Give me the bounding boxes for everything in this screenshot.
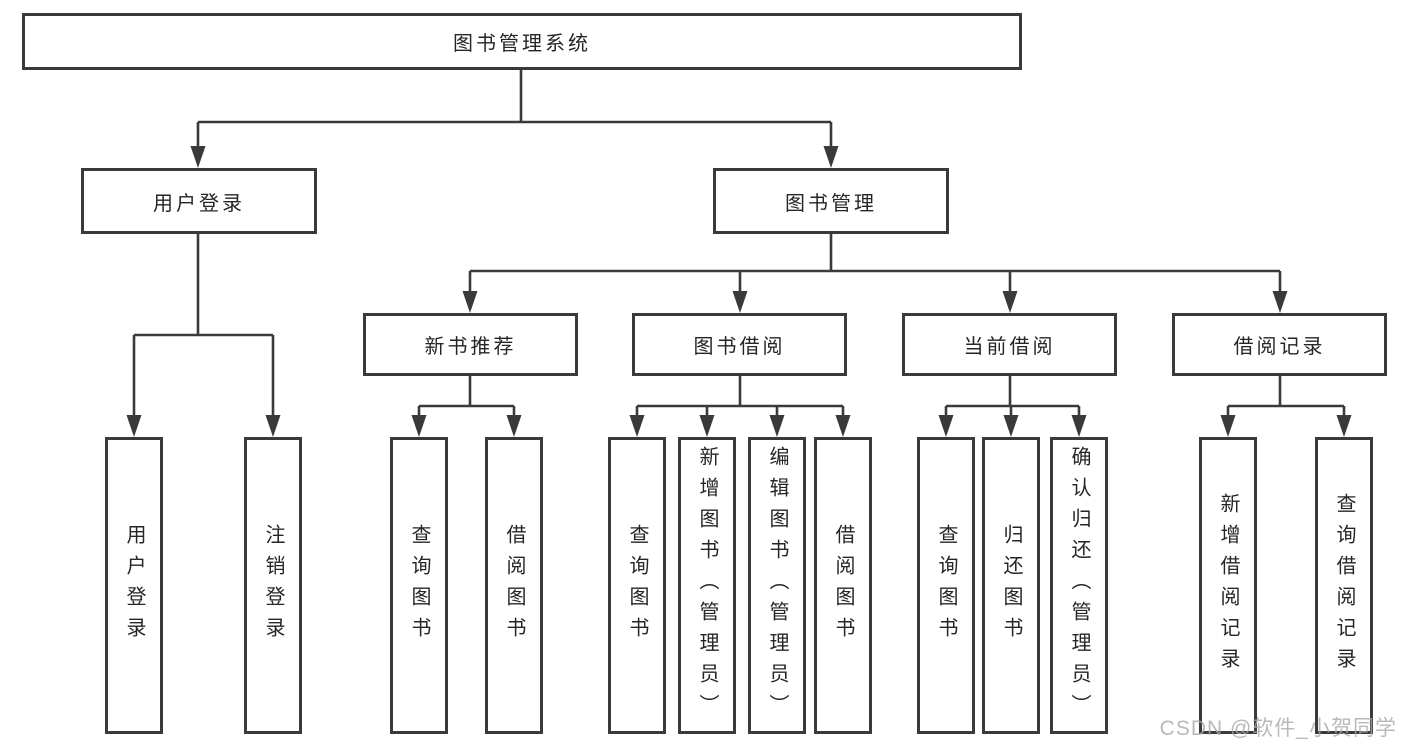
leaf-cb-confirm-return-label: 确认归还（管理员） xyxy=(1068,446,1090,725)
leaf-nbr-borrow-book-label: 借阅图书 xyxy=(503,523,525,648)
connector-line xyxy=(468,234,1282,301)
leaf-br-query-record-label: 查询借阅记录 xyxy=(1333,492,1355,679)
leaf-bb-borrow-book-label: 借阅图书 xyxy=(832,523,854,648)
node-new-book-recommend-label: 新书推荐 xyxy=(424,336,517,358)
connector-line xyxy=(196,70,833,156)
node-borrow-records: 借阅记录 xyxy=(1172,313,1387,376)
connector-line xyxy=(132,234,275,425)
leaf-cb-return-book: 归还图书 xyxy=(982,437,1040,734)
arrowhead-icon xyxy=(629,415,645,437)
leaf-cb-query-book: 查询图书 xyxy=(917,437,975,734)
node-book-borrow-label: 图书借阅 xyxy=(693,336,786,358)
leaf-br-add-record-label: 新增借阅记录 xyxy=(1217,492,1239,679)
node-user-login-label: 用户登录 xyxy=(153,192,245,215)
leaf-logout: 注销登录 xyxy=(244,437,302,734)
arrowhead-icon xyxy=(1002,291,1018,313)
leaf-bb-add-book-label: 新增图书（管理员） xyxy=(696,446,718,725)
arrowhead-icon xyxy=(835,415,851,437)
connector-new-book-recommend xyxy=(411,376,522,437)
leaf-bb-query-book: 查询图书 xyxy=(608,437,666,734)
node-new-book-recommend: 新书推荐 xyxy=(363,313,578,376)
leaf-cb-query-book-label: 查询图书 xyxy=(935,523,957,648)
arrowhead-icon xyxy=(265,415,281,437)
arrowhead-icon xyxy=(126,415,142,437)
leaf-bb-borrow-book: 借阅图书 xyxy=(814,437,872,734)
arrowhead-icon xyxy=(506,415,522,437)
node-root: 图书管理系统 xyxy=(22,13,1022,70)
arrowhead-icon xyxy=(462,291,478,313)
node-current-borrow: 当前借阅 xyxy=(902,313,1117,376)
leaf-bb-add-book: 新增图书（管理员） xyxy=(678,437,736,734)
leaf-bb-query-book-label: 查询图书 xyxy=(626,523,648,648)
arrowhead-icon xyxy=(1272,291,1288,313)
connector-book-borrow xyxy=(629,376,851,437)
leaf-user-login-label: 用户登录 xyxy=(123,523,145,648)
connector-line xyxy=(1226,376,1346,425)
node-book-management-label: 图书管理 xyxy=(785,192,877,215)
arrowhead-icon xyxy=(190,146,206,168)
node-book-management: 图书管理 xyxy=(713,168,949,234)
arrowhead-icon xyxy=(1003,415,1019,437)
arrowhead-icon xyxy=(1071,415,1087,437)
node-root-label: 图书管理系统 xyxy=(453,33,591,55)
arrowhead-icon xyxy=(1220,415,1236,437)
leaf-user-login: 用户登录 xyxy=(105,437,163,734)
connector-borrow-records xyxy=(1220,376,1352,437)
watermark: CSDN @软件_小贺同学 xyxy=(1159,717,1397,740)
leaf-br-query-record: 查询借阅记录 xyxy=(1315,437,1373,734)
connector-user-login xyxy=(126,234,281,437)
node-user-login: 用户登录 xyxy=(81,168,317,234)
node-book-borrow: 图书借阅 xyxy=(632,313,847,376)
leaf-nbr-query-book: 查询图书 xyxy=(390,437,448,734)
node-current-borrow-label: 当前借阅 xyxy=(963,336,1056,358)
connector-line xyxy=(635,376,845,425)
leaf-cb-return-book-label: 归还图书 xyxy=(1000,523,1022,648)
leaf-nbr-borrow-book: 借阅图书 xyxy=(485,437,543,734)
connector-book-management xyxy=(462,234,1288,313)
connector-current-borrow xyxy=(938,376,1087,437)
arrowhead-icon xyxy=(411,415,427,437)
connector-root xyxy=(190,70,839,168)
arrowhead-icon xyxy=(732,291,748,313)
leaf-logout-label: 注销登录 xyxy=(262,523,284,648)
arrowhead-icon xyxy=(823,146,839,168)
leaf-bb-edit-book: 编辑图书（管理员） xyxy=(748,437,806,734)
leaf-br-add-record: 新增借阅记录 xyxy=(1199,437,1257,734)
leaf-nbr-query-book-label: 查询图书 xyxy=(408,523,430,648)
connector-line xyxy=(417,376,516,425)
arrowhead-icon xyxy=(1336,415,1352,437)
arrowhead-icon xyxy=(938,415,954,437)
node-borrow-records-label: 借阅记录 xyxy=(1233,336,1326,358)
arrowhead-icon xyxy=(699,415,715,437)
arrowhead-icon xyxy=(769,415,785,437)
leaf-cb-confirm-return: 确认归还（管理员） xyxy=(1050,437,1108,734)
leaf-bb-edit-book-label: 编辑图书（管理员） xyxy=(766,446,788,725)
